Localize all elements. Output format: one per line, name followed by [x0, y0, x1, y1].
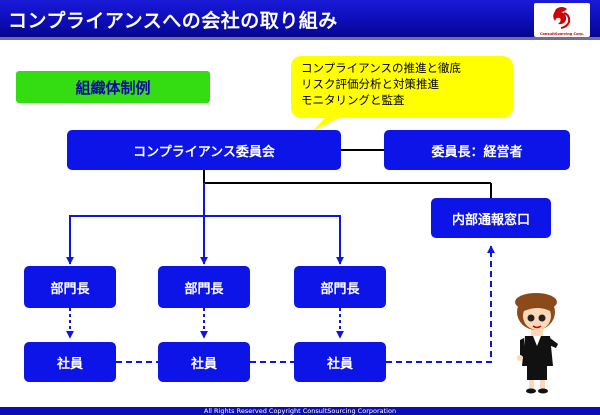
callout-line-2: リスク評価分析と対策推進	[301, 77, 439, 91]
copyright-footer: All Rights Reserved Copyright ConsultSou…	[0, 407, 600, 415]
internal-reporting-box: 内部通報窓口	[431, 198, 551, 238]
employee-box-1: 社員	[24, 342, 116, 382]
committee-chair-box: 委員長：経営者	[384, 130, 570, 170]
callout-line-1: コンプライアンスの推進と徹底	[301, 61, 461, 75]
department-head-box-2: 部門長	[158, 266, 250, 308]
logo-mark-icon	[553, 7, 571, 29]
dashed-arrow-to-reporting	[386, 245, 495, 363]
department-head-box-3: 部門長	[294, 266, 386, 308]
arrow-to-manager-1	[66, 215, 204, 265]
businesswoman-illustration	[515, 293, 558, 394]
page-title: コンプライアンスへの会社の取り組み	[8, 10, 338, 32]
section-label: 組織体制例	[16, 71, 210, 103]
arrow-to-manager-3	[204, 215, 344, 265]
compliance-committee-box: コンプライアンス委員会	[67, 130, 341, 170]
callout-line-3: モニタリングと監査	[301, 93, 405, 107]
logo-text: ConsultSourcing Corp.	[539, 32, 585, 36]
employee-box-2: 社員	[158, 342, 250, 382]
department-head-box-1: 部門長	[24, 266, 116, 308]
title-bar: コンプライアンスへの会社の取り組み ConsultSourcing Corp.	[0, 0, 600, 40]
company-logo: ConsultSourcing Corp.	[534, 3, 590, 37]
callout-duties: コンプライアンスの推進と徹底 リスク評価分析と対策推進 モニタリングと監査	[291, 56, 513, 118]
employee-box-3: 社員	[294, 342, 386, 382]
